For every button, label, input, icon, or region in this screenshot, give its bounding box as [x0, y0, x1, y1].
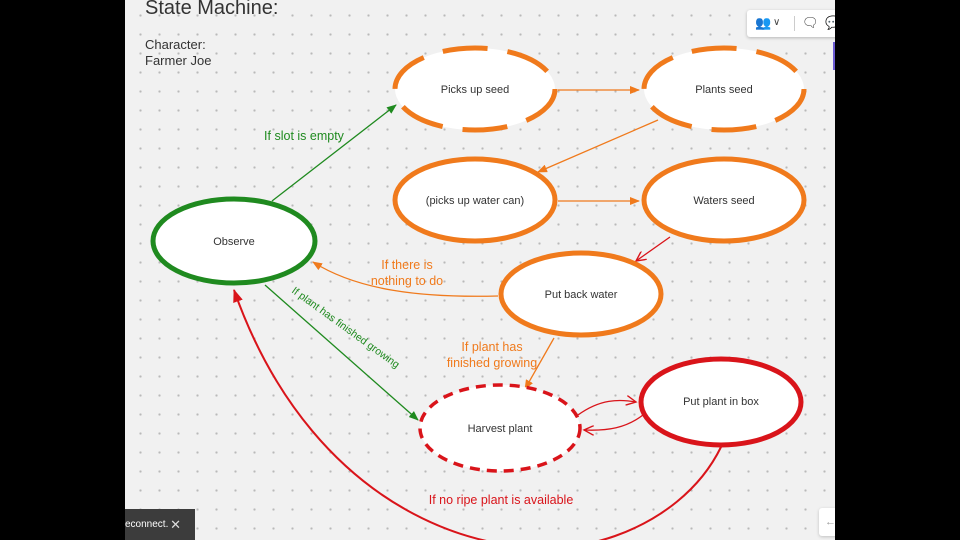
state-diagram: Observe Picks up seed Plants seed (picks…: [150, 45, 807, 540]
character-label: Character:: [145, 37, 206, 52]
edge-plants-seed-to-water-can: [537, 119, 659, 173]
collapse-panel-button[interactable]: ←: [819, 508, 835, 536]
node-waters-seed[interactable]: [641, 156, 807, 244]
chevron-down-icon[interactable]: ∨: [773, 17, 781, 28]
toolbar-divider: [794, 16, 795, 31]
node-picks-up-water-can-label: (picks up water can): [426, 195, 524, 207]
side-panel-handle[interactable]: [833, 42, 835, 70]
node-put-plant-in-box-label: Put plant in box: [683, 396, 759, 408]
edge-label-finished-orange-1: If plant has: [461, 340, 522, 354]
character-name: Farmer Joe: [145, 53, 212, 68]
edge-harvest-to-box: [577, 400, 636, 416]
node-put-plant-in-box[interactable]: [638, 356, 804, 448]
node-harvest-plant-label: Harvest plant: [468, 423, 533, 435]
edge-label-nothing-to-do-2: nothing to do: [371, 274, 443, 288]
edge-waters-seed-to-put-back: [636, 236, 671, 261]
node-picks-up-seed-label: Picks up seed: [441, 84, 509, 96]
comment-icon[interactable]: 🗨: [802, 15, 819, 30]
node-waters-seed-label: Waters seed: [693, 195, 754, 207]
edge-observe-to-picks-up-seed: [271, 104, 397, 202]
node-harvest-plant[interactable]: [418, 383, 582, 473]
close-icon[interactable]: ✕: [170, 517, 181, 532]
toast-text: econnect.: [125, 519, 169, 530]
node-plants-seed[interactable]: [641, 45, 807, 133]
node-plants-seed-label: Plants seed: [695, 84, 752, 96]
edge-put-back-to-observe: [312, 261, 499, 297]
node-observe[interactable]: [150, 196, 318, 286]
node-put-back-water-label: Put back water: [545, 289, 618, 301]
people-icon[interactable]: 👥: [755, 15, 772, 30]
edge-box-to-observe: [233, 289, 722, 540]
chat-icon[interactable]: 💬: [825, 15, 835, 30]
whiteboard-canvas[interactable]: State Machine: Character: Farmer Joe: [125, 0, 835, 540]
edge-box-to-harvest: [584, 414, 644, 430]
edge-label-if-plant-finished-green: If plant has finished growing: [289, 285, 401, 371]
node-picks-up-seed[interactable]: [392, 45, 558, 133]
diagram-title: State Machine:: [145, 0, 279, 19]
edge-observe-to-harvest: [264, 284, 419, 421]
edge-put-back-to-harvest: [524, 337, 555, 390]
screen-margin: [835, 0, 960, 540]
node-put-back-water[interactable]: [498, 250, 664, 338]
edge-label-finished-orange-2: finished growing: [447, 356, 537, 370]
collaboration-toolbar: 👥 ∨ 🗨 💬: [747, 10, 835, 37]
reconnect-toast: econnect. ✕: [125, 509, 195, 540]
node-observe-label: Observe: [213, 236, 255, 248]
node-picks-up-water-can[interactable]: [392, 156, 558, 244]
edge-label-if-slot-empty: If slot is empty: [264, 129, 345, 143]
edge-label-nothing-to-do-1: If there is: [381, 258, 432, 272]
edge-label-no-ripe-plant: If no ripe plant is available: [429, 493, 574, 507]
